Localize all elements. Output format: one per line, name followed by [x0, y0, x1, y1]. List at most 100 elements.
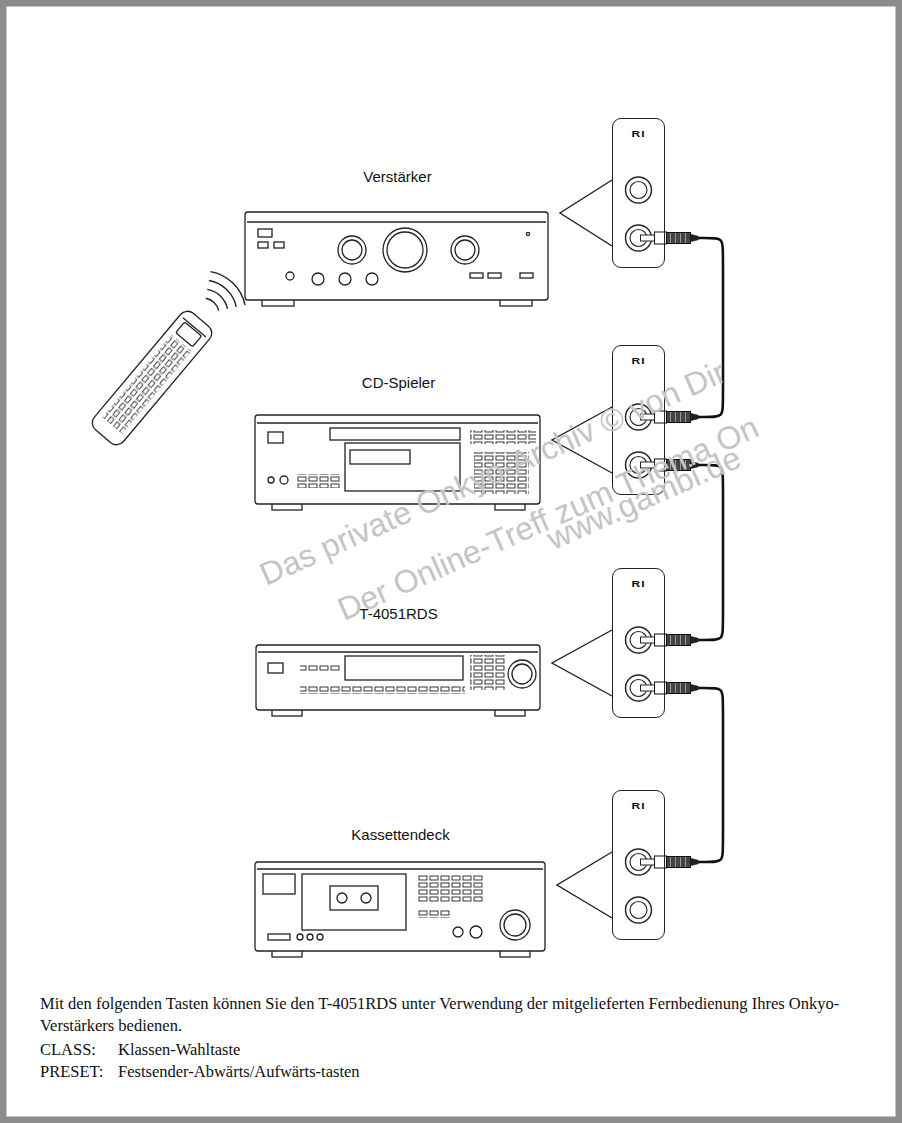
drawing-part	[245, 212, 548, 300]
key-description: Klassen-Wahltaste	[118, 1039, 718, 1061]
port-label: RI	[613, 121, 664, 139]
drawing-part	[500, 910, 530, 940]
drawing-part	[263, 874, 295, 894]
drawing-part	[641, 859, 655, 865]
drawing-part	[257, 422, 538, 423]
drawing-part	[258, 242, 268, 248]
drawing-part	[210, 272, 245, 305]
drawing-part	[268, 663, 283, 673]
drawing-part	[504, 914, 526, 936]
drawing-part	[89, 308, 216, 449]
port-label: RI	[613, 571, 664, 589]
drawing-part	[102, 334, 191, 433]
cinch-plug	[641, 682, 699, 694]
device-name: T-4051RDS	[256, 605, 541, 622]
drawing-part	[691, 413, 699, 421]
drawing-part	[258, 651, 538, 652]
ri-callout-box: RI	[612, 790, 665, 940]
drawing-part	[345, 656, 463, 680]
drawing-part	[685, 635, 686, 645]
device-name: Kassettendeck	[255, 826, 546, 843]
drawing-part	[488, 273, 501, 278]
drawing-part	[630, 902, 647, 919]
drawing-part	[470, 273, 483, 278]
drawing-part	[685, 233, 686, 243]
device-name: Verstärker	[245, 168, 550, 185]
drawing-part	[691, 636, 699, 644]
drawing-part	[296, 474, 340, 488]
drawing-part	[268, 934, 290, 940]
device-heading: T-4051RDS	[256, 605, 541, 717]
drawing-part	[680, 683, 681, 693]
drawing-part	[256, 645, 540, 716]
drawing-part	[256, 645, 540, 710]
drawing-part	[667, 857, 691, 868]
drawing-part	[307, 934, 313, 940]
cinch-plug	[641, 856, 699, 868]
drawing-part	[691, 858, 699, 866]
drawing-part	[508, 660, 536, 688]
device-name: CD-Spieler	[255, 374, 542, 391]
key-name: PRESET:	[40, 1061, 120, 1083]
drawing-part	[470, 926, 482, 938]
drawing-part	[557, 852, 612, 918]
drawing-part	[680, 857, 681, 867]
device-heading: Verstärker	[245, 168, 550, 308]
drawing-part	[641, 685, 655, 691]
drawing-part	[350, 450, 410, 464]
drawing-part	[337, 893, 347, 903]
drawing-part	[258, 229, 272, 237]
drawing-part	[560, 180, 612, 246]
drawing-part	[268, 477, 274, 483]
drawing-part	[274, 242, 284, 248]
drawing-part	[268, 432, 283, 443]
drawing-part	[675, 412, 676, 422]
drawing-part	[255, 862, 545, 957]
drawing-part	[206, 272, 245, 311]
drawing-part	[667, 683, 691, 694]
drawing-part	[451, 236, 479, 264]
drawing-part	[312, 273, 324, 285]
drawing-part	[512, 664, 532, 684]
drawing-part	[626, 897, 652, 923]
drawing-part	[667, 233, 691, 244]
device-heading: Kassettendeck	[255, 826, 546, 958]
port-label: RI	[613, 348, 664, 366]
cinch-plug	[641, 232, 699, 244]
drawing-part	[418, 874, 484, 902]
drawing-part	[691, 234, 699, 242]
drawing-part	[675, 635, 676, 645]
drawing-part	[330, 428, 460, 440]
drawing-part	[257, 868, 543, 869]
drawing-part	[286, 272, 294, 280]
ri-callout-box: RI	[612, 568, 665, 718]
drawing-part	[209, 281, 236, 307]
drawing-part	[183, 318, 206, 337]
drawing-part	[685, 412, 686, 422]
note-text: Mit den folgenden Tasten können Sie den …	[40, 993, 870, 1037]
drawing-part	[297, 934, 303, 940]
drawing-part	[670, 683, 671, 693]
drawing-part	[455, 240, 475, 260]
drawing-part	[680, 233, 681, 243]
drawing-part	[552, 630, 612, 696]
drawing-part	[685, 857, 686, 867]
drawing-part	[675, 857, 676, 867]
drawing-part	[361, 893, 371, 903]
drawing-part	[691, 684, 699, 692]
drawing-part	[302, 874, 406, 930]
drawing-part	[255, 862, 545, 951]
key-name: CLASS:	[40, 1039, 120, 1061]
drawing-part	[670, 233, 671, 243]
drawing-part	[675, 233, 676, 243]
drawing-part	[338, 236, 366, 264]
drawing-part	[3, 3, 899, 1120]
drawing-part	[470, 655, 505, 690]
drawing-part	[670, 857, 671, 867]
drawing-part	[366, 273, 378, 285]
drawing-part	[526, 232, 529, 235]
drawing-part	[280, 476, 288, 484]
ri-callout-box: RI	[612, 118, 665, 268]
drawing-part	[453, 927, 463, 937]
